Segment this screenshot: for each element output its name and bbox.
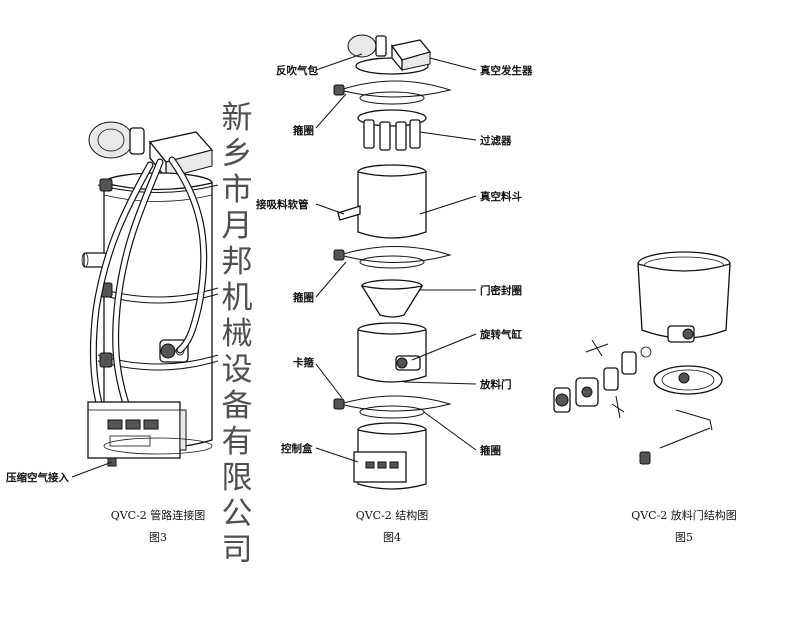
label-vacuum-generator: 真空发生器 [480, 64, 533, 77]
watermark-text: 新乡市月邦机械设备有限公司 [221, 100, 253, 568]
figure-5-number: 图5 [675, 531, 693, 544]
filter-part [357, 109, 427, 127]
top-clamp-ring-part [339, 80, 452, 98]
label-clamp-ring-top: 箍圈 [293, 124, 314, 137]
figure-3-title: QVC-2 管路连接图 [111, 508, 206, 522]
label-feed-hose: 接吸料软管 [256, 198, 309, 211]
blowback-bag-shape [88, 121, 134, 159]
leader-compressed-air [71, 461, 113, 478]
label-door-seal: 门密封圈 [480, 284, 522, 297]
figure-4-number: 图4 [383, 531, 401, 544]
feed-hose-inlet-part [337, 205, 361, 221]
label-blowback-bag: 反吹气包 [276, 64, 318, 77]
blowback-bag-part [347, 34, 377, 58]
mid-clamp-ring-part [339, 246, 452, 263]
label-rotary-cylinder: 旋转气缸 [479, 328, 522, 341]
label-vacuum-hopper: 真空料斗 [480, 190, 522, 203]
label-filter: 过滤器 [480, 134, 512, 147]
label-control-box: 控制盒 [281, 442, 313, 455]
figure-3-number: 图3 [149, 531, 167, 544]
label-discharge-door: 放料门 [479, 378, 512, 391]
clip-part [339, 395, 452, 412]
label-clip: 卡箍 [293, 356, 314, 369]
figure-5-title: QVC-2 放料门结构图 [631, 508, 737, 522]
label-clamp-ring-bottom: 箍圈 [480, 444, 501, 457]
figure-4-drawing [333, 34, 452, 490]
figure-3-drawing [81, 121, 219, 467]
vacuum-hopper-part [357, 171, 427, 239]
label-clamp-ring-mid: 箍圈 [293, 291, 314, 304]
figure-5-drawing [553, 251, 731, 465]
label-compressed-air: 压缩空气接入 [6, 471, 69, 484]
figure-4-title: QVC-2 结构图 [356, 508, 429, 522]
